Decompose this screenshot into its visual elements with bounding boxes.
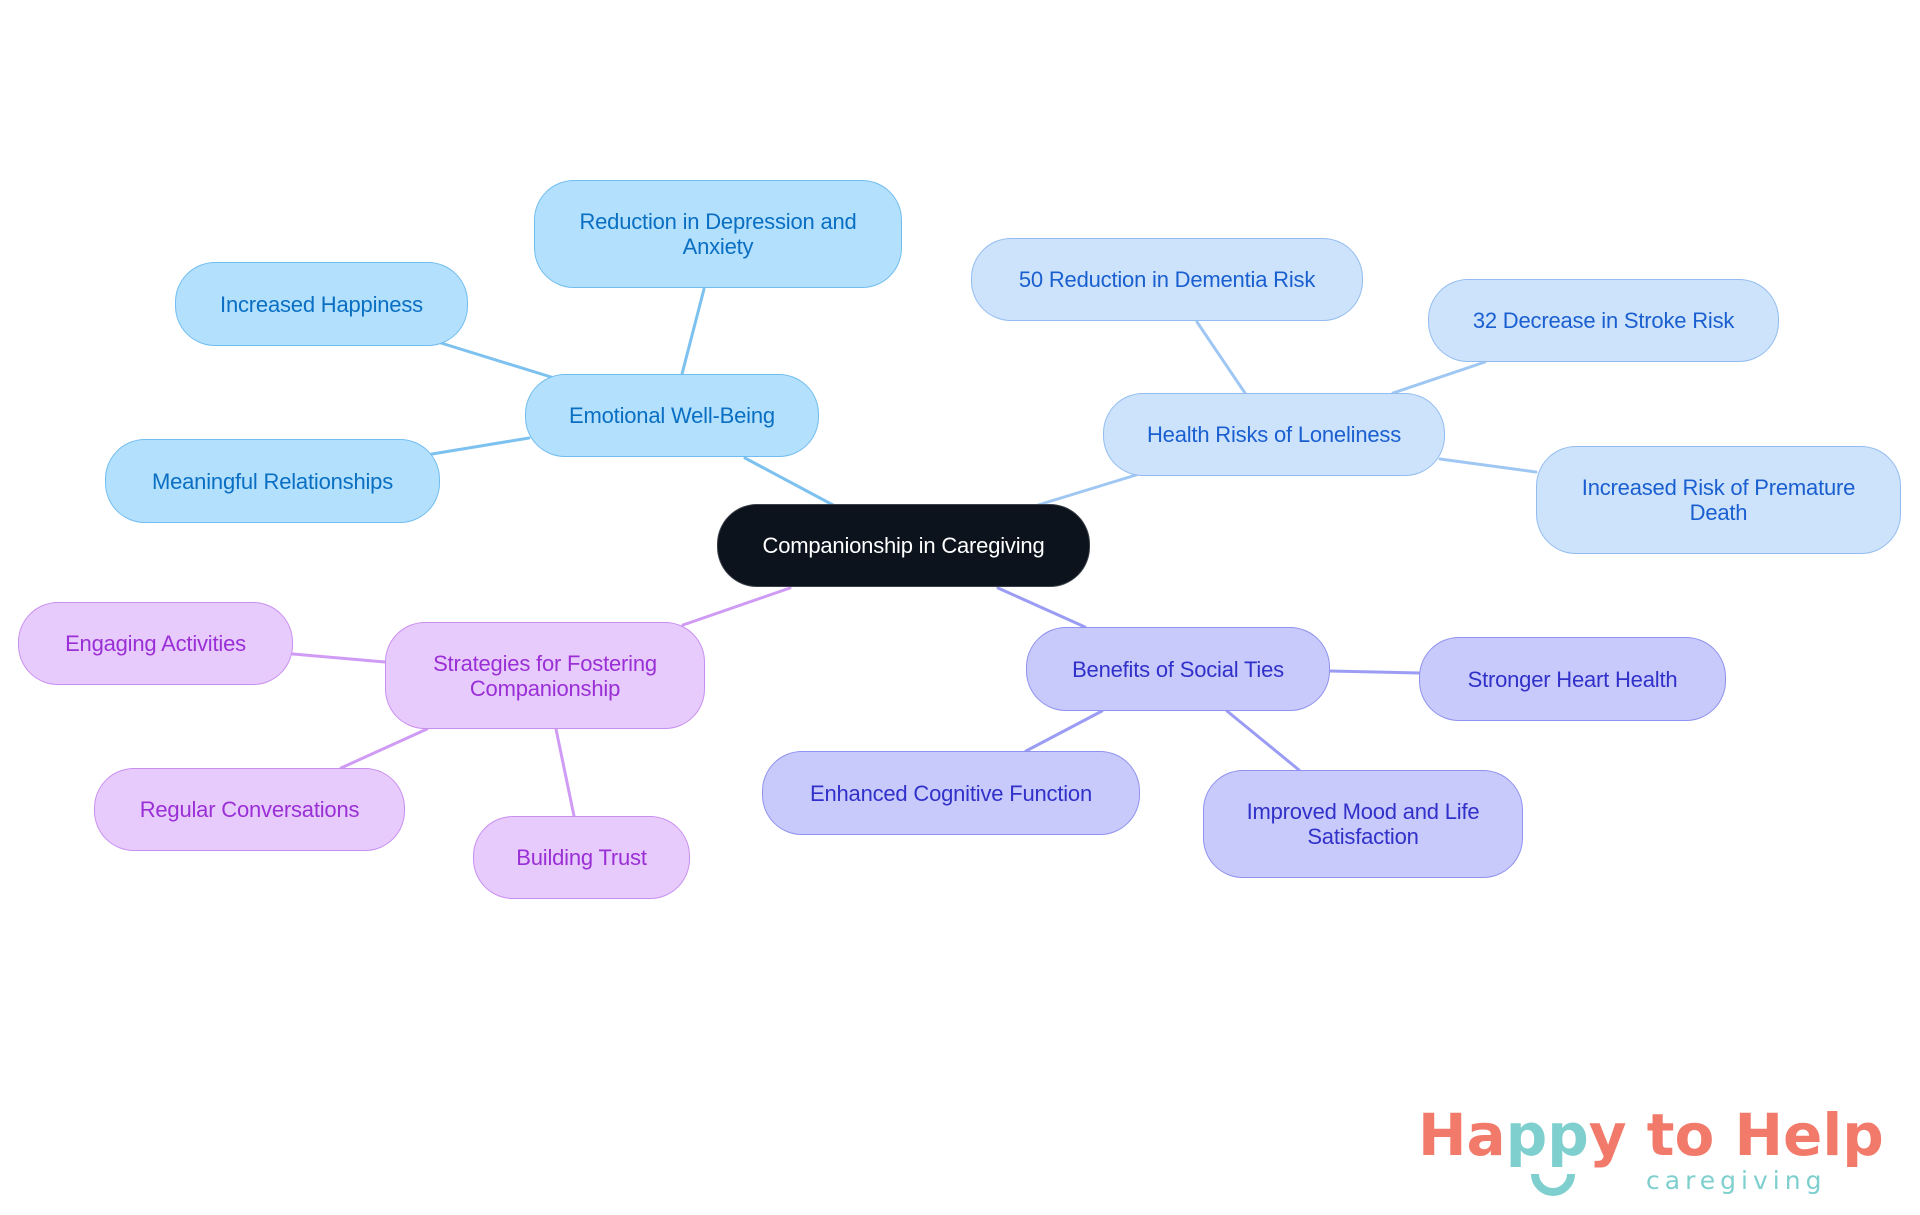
connector-line <box>1036 473 1138 507</box>
node-label: 32 Decrease in Stroke Risk <box>1472 308 1735 333</box>
node-label-line: Increased Risk of Premature <box>1581 475 1856 500</box>
happy-to-help-logo: Happy to Help caregiving <box>1418 1100 1888 1210</box>
node-label: Stronger Heart Health <box>1468 667 1678 692</box>
node-label-line: Death <box>1689 500 1748 525</box>
node-label: Benefits of Social Ties <box>1072 657 1284 682</box>
node-label-line: Strategies for Fostering <box>433 650 657 676</box>
node-label-line: Engaging Activities <box>65 631 246 656</box>
connector-line <box>430 436 531 456</box>
node-label: Engaging Activities <box>65 631 246 656</box>
node-label: Regular Conversations <box>140 797 360 822</box>
branch-node-health[interactable]: Health Risks of Loneliness <box>1103 393 1445 476</box>
leaf-node-happiness[interactable]: Increased Happiness <box>175 262 468 346</box>
leaf-node-activities[interactable]: Engaging Activities <box>18 602 293 685</box>
node-label-line: Emotional Well-Being <box>569 403 775 428</box>
leaf-node-cognitive[interactable]: Enhanced Cognitive Function <box>762 751 1140 835</box>
smile-icon <box>1531 1173 1575 1196</box>
leaf-node-relationships[interactable]: Meaningful Relationships <box>105 439 440 523</box>
connector-line <box>996 586 1087 629</box>
connector-line <box>291 652 387 664</box>
root-node-label: Companionship in Caregiving <box>762 533 1045 558</box>
node-label-line: Improved Mood and Life <box>1246 799 1480 824</box>
node-label-line: Reduction in Depression and <box>579 209 857 234</box>
node-label: Increased Happiness <box>220 292 423 317</box>
node-label: 50 Reduction in Dementia Risk <box>1019 267 1315 292</box>
node-label: Enhanced Cognitive Function <box>810 781 1092 806</box>
connector-line <box>743 456 835 507</box>
node-label-line: Building Trust <box>516 845 647 870</box>
logo-tagline: caregiving <box>1646 1166 1827 1195</box>
leaf-node-conversations[interactable]: Regular Conversations <box>94 768 405 851</box>
node-label-line: Companionship <box>469 675 621 701</box>
node-label-line: Increased Happiness <box>220 291 423 317</box>
node-label: Building Trust <box>516 845 647 870</box>
node-label-line: Health Risks of Loneliness <box>1146 422 1402 447</box>
node-label-line: Meaningful Relationships <box>151 468 393 494</box>
connector-line <box>554 727 576 818</box>
leaf-node-dementia[interactable]: 50 Reduction in Dementia Risk <box>971 238 1363 321</box>
leaf-node-trust[interactable]: Building Trust <box>473 816 690 899</box>
node-label-line: Anxiety <box>682 234 754 259</box>
leaf-node-stroke[interactable]: 32 Decrease in Stroke Risk <box>1428 279 1779 362</box>
connector-line <box>1391 360 1487 395</box>
node-label: Meaningful Relationships <box>152 469 393 494</box>
connector-line <box>1328 669 1422 675</box>
logo-text-y-to-help: y to Help <box>1588 1101 1884 1169</box>
node-label: Health Risks of Loneliness <box>1147 422 1401 447</box>
root-node-companionship-in-caregiving[interactable]: Companionship in Caregiving <box>717 504 1090 587</box>
connector-line <box>1225 709 1301 772</box>
logo-wordmark: Happy to Help <box>1418 1100 1884 1170</box>
node-label: Emotional Well-Being <box>569 403 775 428</box>
connector-line <box>1195 320 1247 395</box>
node-label-line: Enhanced Cognitive Function <box>809 780 1092 806</box>
node-label-line: 50 Reduction in Dementia Risk <box>1018 267 1316 292</box>
node-label-line: Stronger Heart Health <box>1467 666 1678 692</box>
leaf-node-heart[interactable]: Stronger Heart Health <box>1419 637 1726 721</box>
logo-text-ha: Ha <box>1418 1101 1506 1169</box>
branch-node-benefits[interactable]: Benefits of Social Ties <box>1026 627 1330 711</box>
node-label-line: Regular Conversations <box>139 797 360 822</box>
connector-line <box>680 287 706 376</box>
connector-line <box>681 586 792 627</box>
connector-line <box>1024 709 1104 753</box>
node-label-line: 32 Decrease in Stroke Risk <box>1472 308 1735 333</box>
connector-line <box>439 341 553 379</box>
connector-line <box>1438 457 1538 474</box>
branch-node-emotional[interactable]: Emotional Well-Being <box>525 374 819 457</box>
logo-text-pp: pp <box>1505 1101 1589 1169</box>
connector-line <box>339 727 429 770</box>
node-label-line: Satisfaction <box>1307 824 1419 849</box>
node-label-line: Benefits of Social Ties <box>1072 656 1284 682</box>
